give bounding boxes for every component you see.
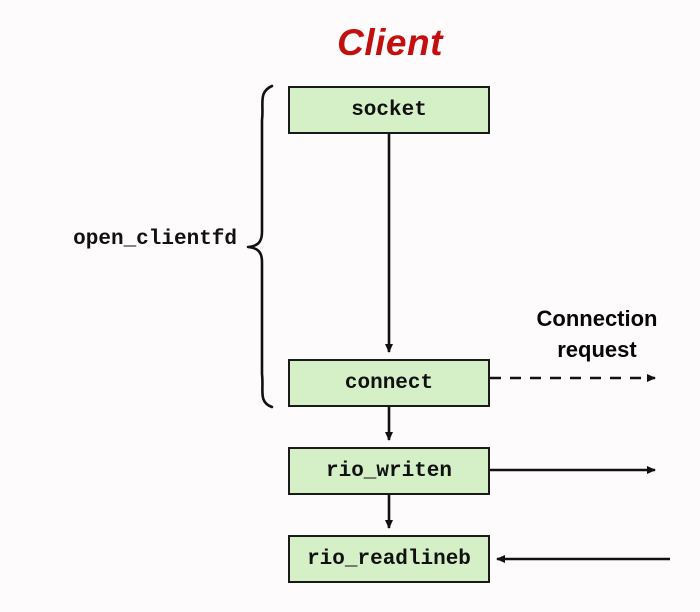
group-label-open-clientfd: open_clientfd [73,228,237,251]
connection-request-line2: request [557,337,637,362]
connection-request-label: Connection request [492,303,700,365]
node-connect[interactable]: connect [288,359,490,407]
node-rio-writen[interactable]: rio_writen [288,447,490,495]
curly-brace-icon [246,84,274,409]
connection-request-line1: Connection [536,306,658,331]
page-title: Client [337,22,443,63]
node-rio-readlineb[interactable]: rio_readlineb [288,535,490,583]
node-socket[interactable]: socket [288,86,490,134]
